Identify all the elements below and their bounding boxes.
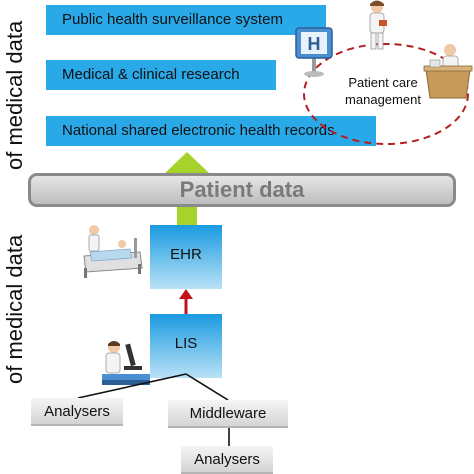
- medical-clinical-research-box: Medical & clinical research: [46, 60, 276, 90]
- doctor-at-desk-illustration: [423, 44, 473, 99]
- patient-data-bar: Patient data: [28, 173, 456, 207]
- national-shared-ehr-box: National shared electronic health record…: [46, 116, 376, 146]
- hospital-bed-illustration: [83, 225, 143, 278]
- middleware-box: Middleware: [168, 400, 288, 428]
- patient-care-label: Patient care management: [345, 75, 421, 107]
- ehr-box: EHR: [150, 225, 222, 289]
- analysers-bottom-box: Analysers: [181, 446, 273, 474]
- lis-box: LIS: [150, 314, 222, 378]
- hospital-sign-icon: H: [295, 27, 333, 77]
- nurse-illustration: [369, 0, 387, 50]
- public-health-surveillance-box: Public health surveillance system: [46, 5, 326, 35]
- hospital-sign-letter: H: [308, 34, 321, 54]
- microscope-scientist-illustration: [102, 341, 150, 385]
- patient-care-ellipse: [303, 43, 469, 145]
- analysers-left-box: Analysers: [31, 398, 123, 426]
- red-up-arrow: [179, 289, 193, 315]
